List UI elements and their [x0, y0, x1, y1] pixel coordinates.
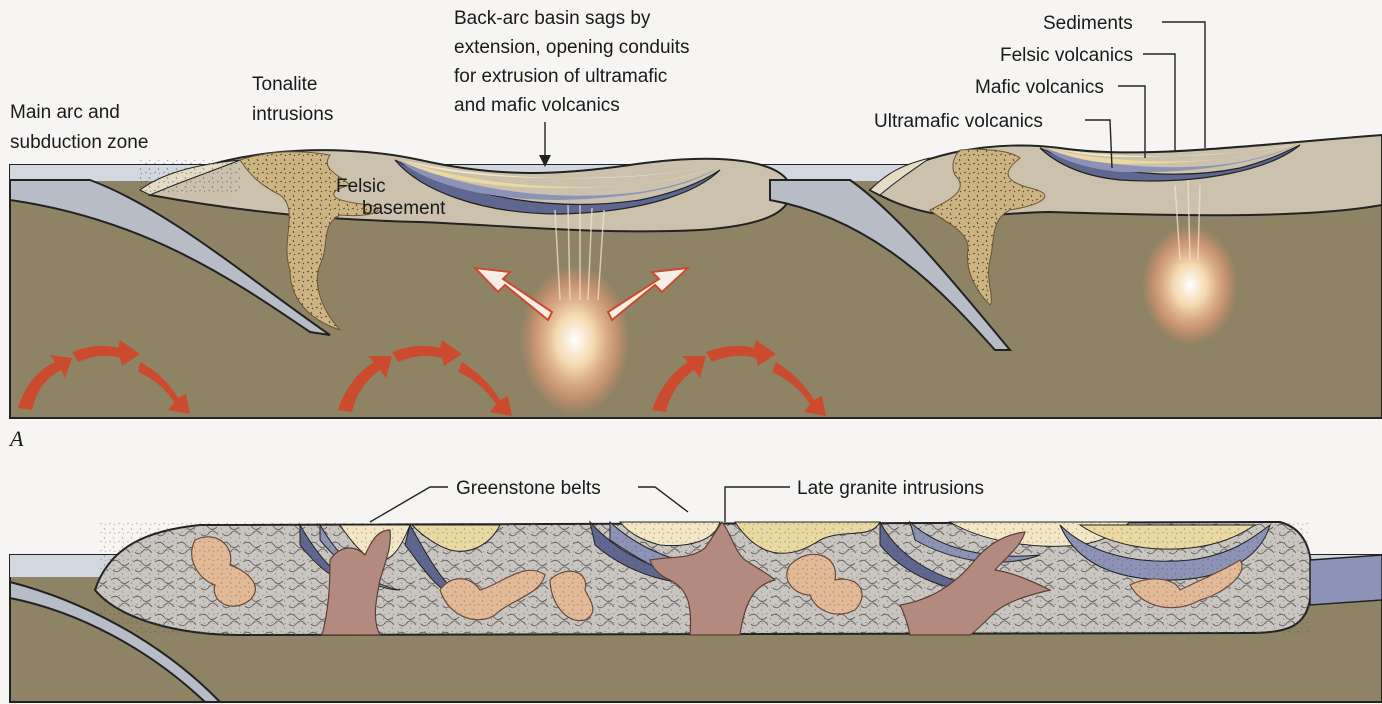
panel-a	[10, 22, 1382, 418]
label-felsic-basement-1: Felsic	[336, 176, 386, 197]
label-sediments: Sediments	[1043, 13, 1133, 34]
label-felsic-volcanics: Felsic volcanics	[1000, 45, 1133, 66]
label-backarc-2: extension, opening conduits	[454, 37, 690, 58]
label-backarc-4: and mafic volcanics	[454, 95, 620, 116]
label-main-arc-1: Main arc and	[10, 102, 120, 123]
label-tonalite-2: intrusions	[252, 104, 333, 125]
label-main-arc-2: subduction zone	[10, 132, 148, 153]
label-backarc-1: Back-arc basin sags by	[454, 8, 651, 29]
label-greenstone-belts: Greenstone belts	[456, 478, 601, 499]
label-tonalite-1: Tonalite	[252, 74, 318, 95]
label-backarc-3: for extrusion of ultramafic	[454, 66, 667, 87]
label-late-granite: Late granite intrusions	[797, 478, 984, 499]
label-mafic-volcanics: Mafic volcanics	[975, 77, 1104, 98]
mantle-plume-left	[520, 265, 630, 415]
panel-a-letter: A	[8, 426, 24, 451]
label-ultramafic-volcanics: Ultramafic volcanics	[874, 111, 1043, 132]
panel-b	[10, 487, 1382, 702]
slab-b-right	[1310, 555, 1382, 605]
label-felsic-basement-2: basement	[362, 198, 446, 219]
